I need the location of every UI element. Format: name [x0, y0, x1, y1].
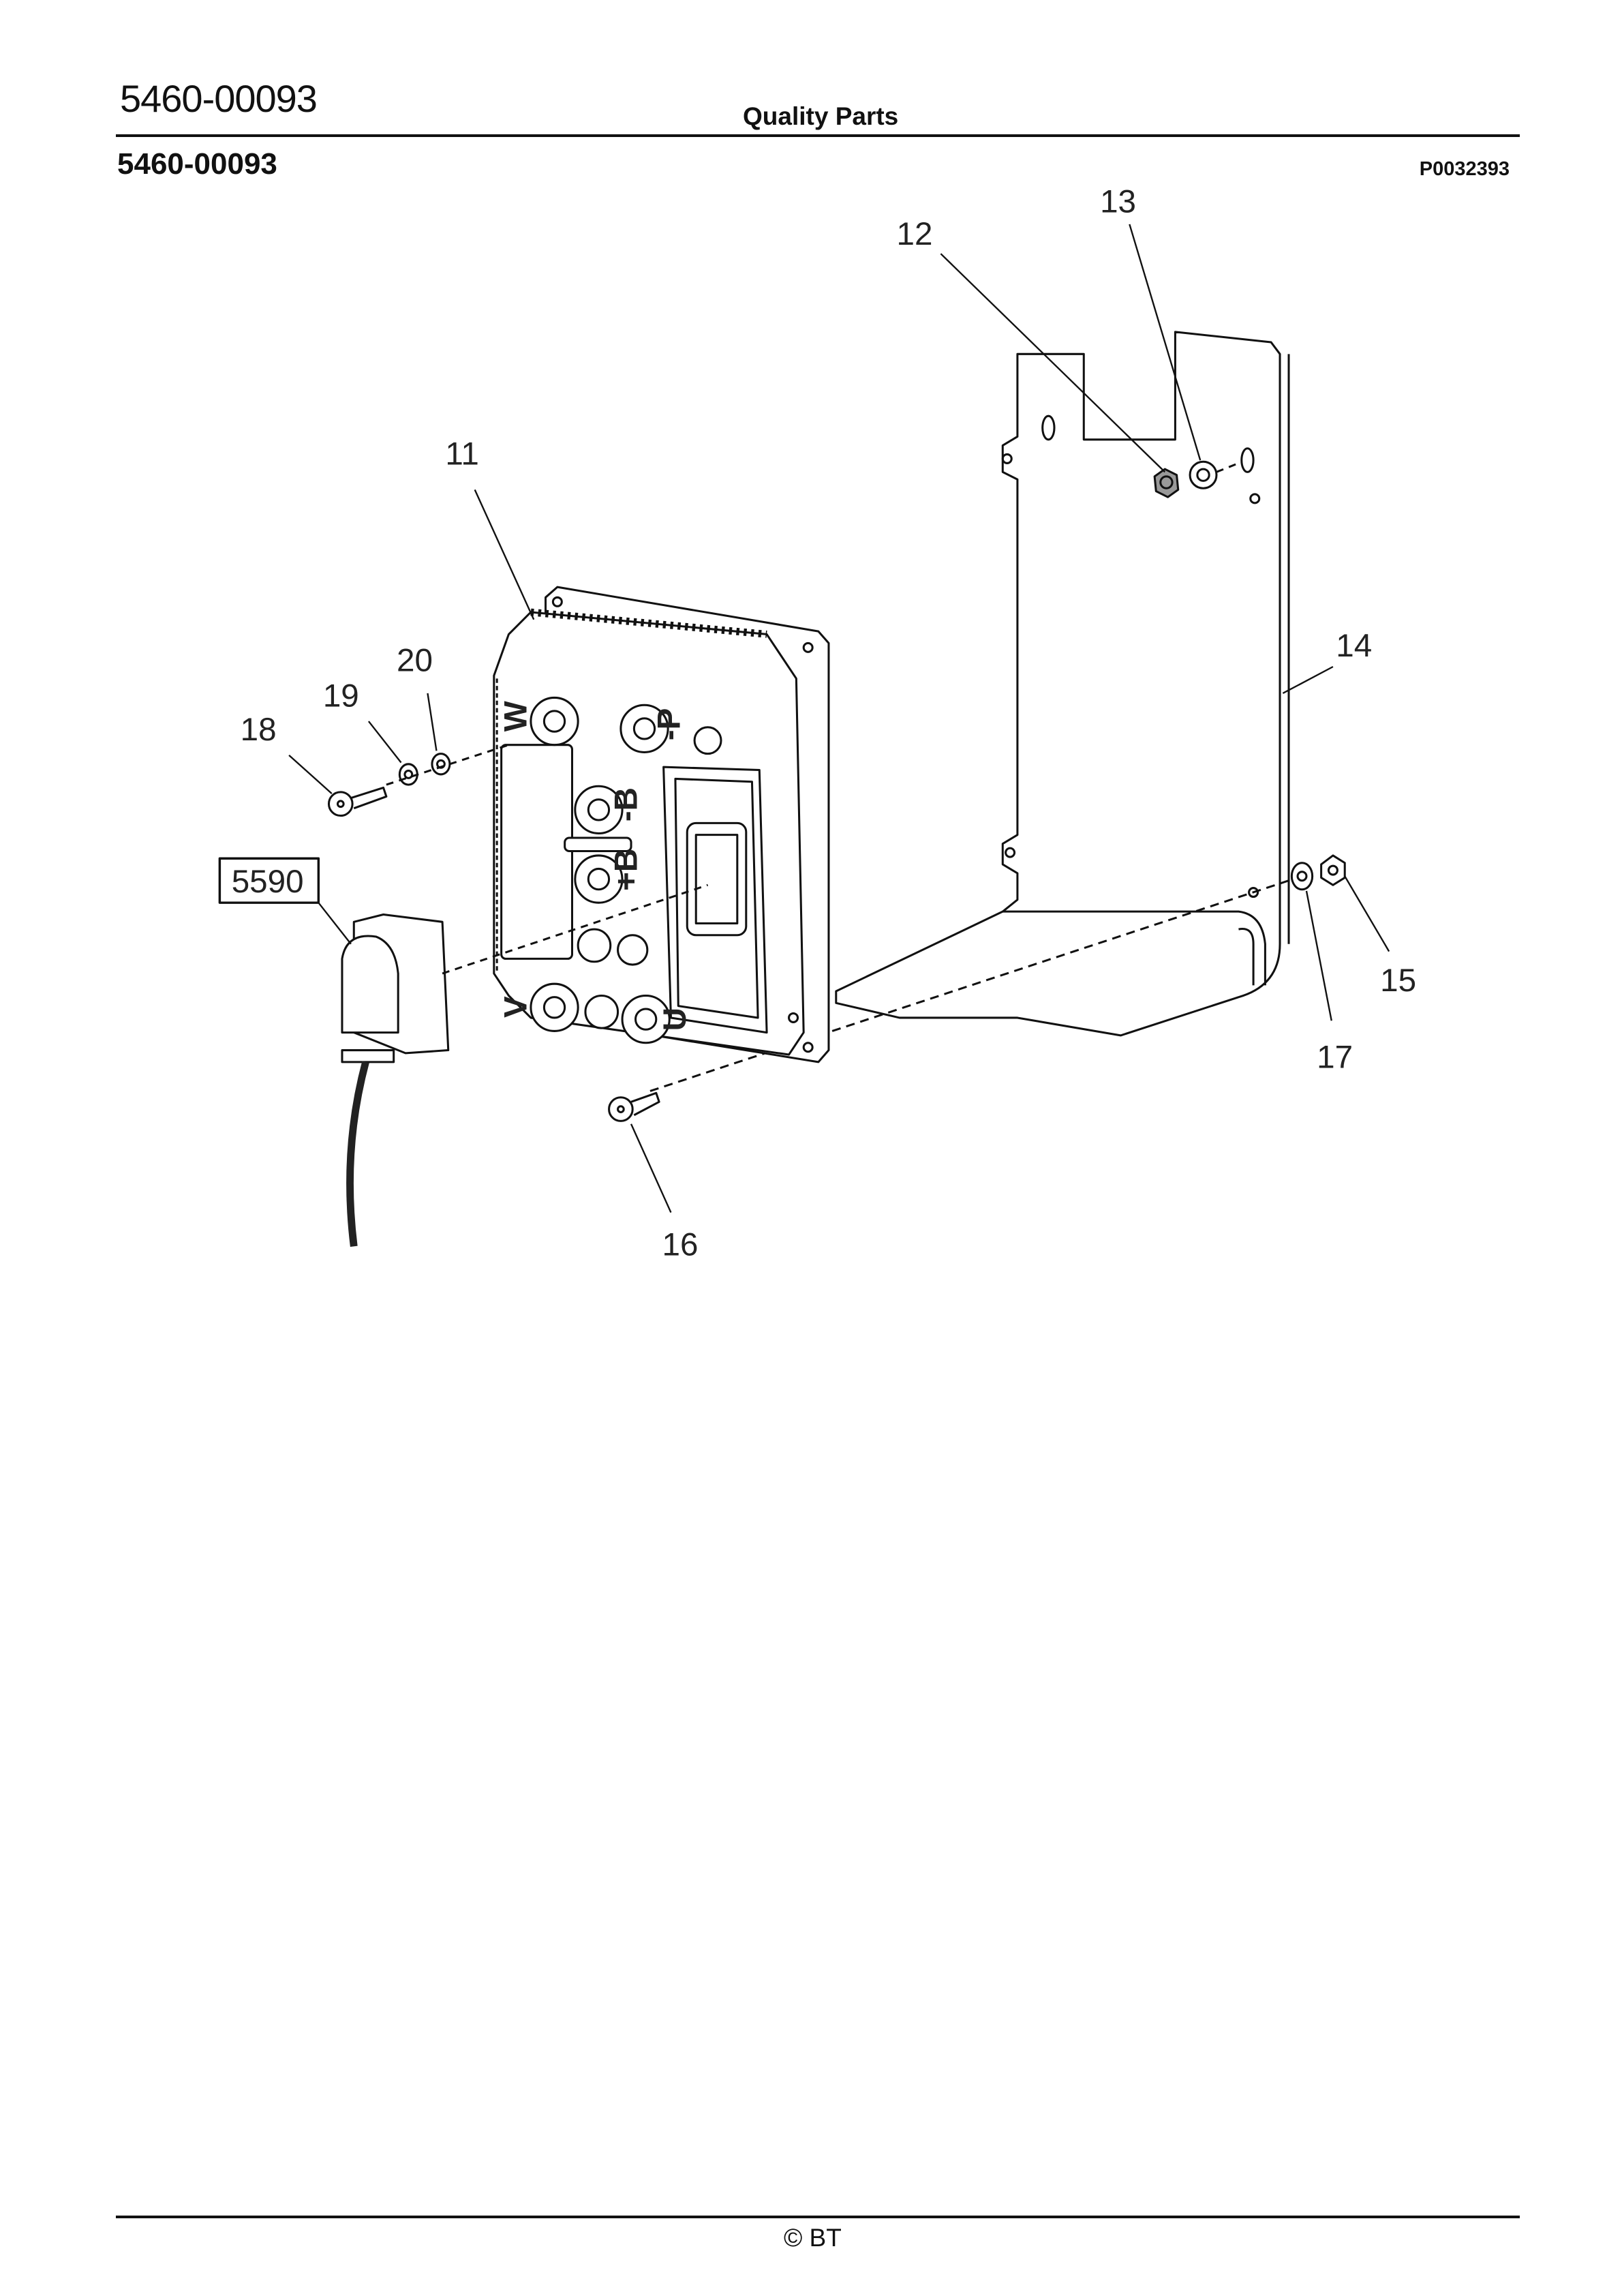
callout-15: 15	[1380, 963, 1416, 999]
document-number-header: 5460-00093	[120, 77, 318, 120]
washer-17	[1290, 862, 1314, 891]
callout-18: 18	[241, 712, 277, 748]
terminal-label-minus-b: -B	[609, 787, 645, 821]
nut-12	[1153, 468, 1180, 498]
terminal-label-w: W	[498, 701, 534, 731]
mounting-bracket	[835, 331, 1290, 1037]
connector-socket-icon	[686, 821, 748, 937]
terminal-label-minus-p: -P	[651, 708, 687, 741]
part-number-title: 5460-00093	[117, 147, 277, 181]
washer-20	[431, 753, 451, 776]
footer-copyright: © BT	[784, 2224, 842, 2252]
callout-16: 16	[662, 1226, 698, 1263]
washer-19	[398, 763, 418, 786]
washer-13	[1189, 460, 1218, 489]
callout-14: 14	[1336, 628, 1372, 664]
terminal-label-v: V	[498, 996, 534, 1018]
callout-11: 11	[445, 436, 478, 472]
footer-divider	[116, 2216, 1520, 2218]
callout-19: 19	[323, 678, 359, 714]
screw-16	[608, 1091, 660, 1122]
reference-box-label: 5590	[232, 864, 304, 900]
terminal-label-plus-b: +B	[609, 849, 645, 891]
callout-20: 20	[397, 642, 433, 678]
reference-box	[218, 857, 320, 904]
header-divider	[116, 134, 1520, 137]
terminal-label-u: U	[657, 1008, 693, 1031]
callout-12: 12	[896, 216, 932, 252]
connector-plug-5590	[341, 913, 450, 1247]
motor-controller	[493, 586, 830, 1063]
callout-13: 13	[1100, 184, 1136, 220]
callout-17: 17	[1317, 1040, 1353, 1076]
header-title: Quality Parts	[743, 102, 899, 130]
screw-18	[327, 786, 388, 817]
drawing-number: P0032393	[1419, 158, 1510, 180]
nut-15	[1320, 854, 1346, 886]
